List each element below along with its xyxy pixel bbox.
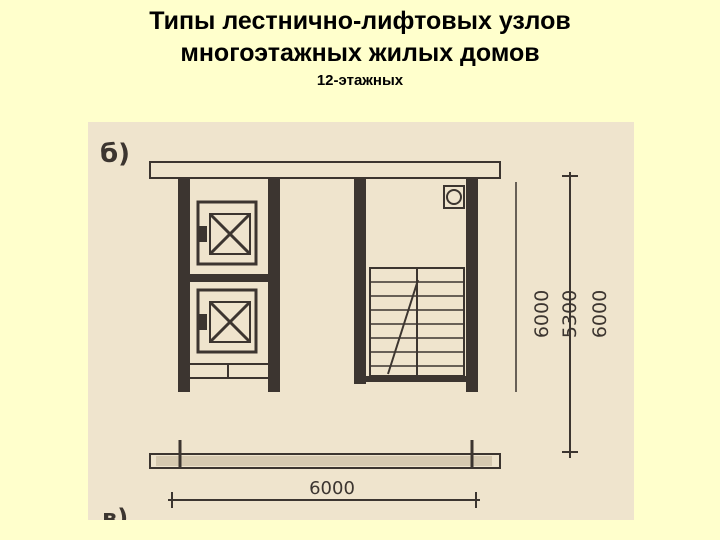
floor-plan-drawing: б) — [100, 139, 611, 520]
depth-dimension-label-1: 6000 — [531, 290, 553, 338]
depth-dimension-label-3: 6000 — [589, 290, 611, 338]
left-outer-wall — [178, 178, 190, 392]
elevator-car-2 — [196, 288, 258, 354]
elevator-car-1 — [196, 200, 258, 266]
bottom-slab — [149, 453, 501, 469]
top-slab — [149, 161, 501, 179]
shaft-separator — [190, 274, 268, 282]
width-dimension: 6000 — [168, 478, 480, 508]
shaft-wall — [268, 178, 280, 392]
stair-wall-left — [354, 178, 366, 384]
depth-dimension-label-2: 5300 — [559, 290, 581, 338]
next-variant-label: в) — [102, 504, 128, 520]
width-dimension-label: 6000 — [309, 478, 355, 499]
depth-dimension: 6000 5300 6000 — [515, 172, 611, 458]
slide-subtitle: 12-этажных — [316, 72, 404, 89]
slide-title-line-2: многоэтажных жилых домов — [180, 39, 540, 67]
stair-wall-right — [466, 178, 478, 392]
variant-label: б) — [100, 139, 130, 169]
garbage-chute — [443, 185, 465, 209]
floor-plan-image: б) — [88, 122, 634, 520]
slide-title-line-1: Типы лестнично-лифтовых узлов — [149, 7, 571, 35]
stair-wall-bottom — [354, 376, 478, 382]
staircase — [369, 267, 465, 377]
